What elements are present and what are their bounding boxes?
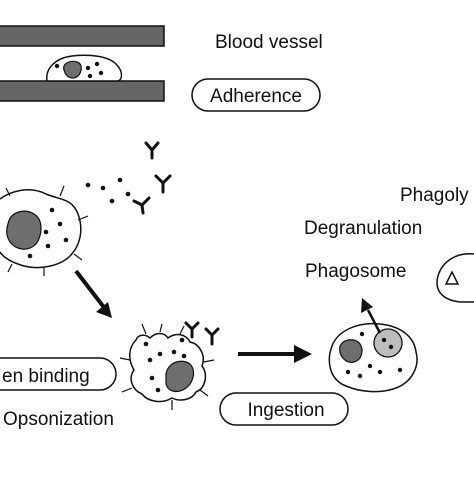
ingestion-pill: Ingestion (219, 392, 349, 426)
phagolysis-label: Phagoly (400, 185, 469, 206)
antigen-binding-pill: en binding (0, 357, 117, 391)
blood-vessel-wall-bottom (0, 80, 165, 102)
antigen-binding-label: en binding (2, 366, 90, 387)
arrow-to-opsonized (74, 269, 112, 318)
adherence-label: Adherence (210, 86, 302, 107)
antibody-group-upper (132, 141, 220, 346)
antibody-icon (204, 327, 220, 346)
arrow-to-phagosome-label (361, 298, 382, 334)
adhering-cell (46, 54, 123, 82)
phagosome (373, 328, 403, 358)
arrow-to-ingestion (238, 345, 312, 363)
antibody-icon (144, 141, 160, 160)
adherence-pill: Adherence (191, 78, 321, 112)
opsonization-label: Opsonization (3, 409, 114, 430)
free-granules (85, 177, 131, 204)
blood-vessel-wall-top (0, 25, 165, 47)
degranulation-label: Degranulation (304, 218, 422, 239)
phagolysis-cell-partial (436, 253, 474, 303)
antibody-icon (154, 174, 172, 194)
opsonized-cell (119, 323, 215, 410)
phagosome-label: Phagosome (305, 261, 406, 282)
ingesting-cell (328, 322, 418, 393)
antibody-icon (184, 321, 200, 339)
antibody-icon (132, 196, 151, 215)
phagocyte-left (0, 185, 89, 276)
blood-vessel-label: Blood vessel (215, 32, 323, 53)
ingestion-label: Ingestion (247, 400, 324, 421)
